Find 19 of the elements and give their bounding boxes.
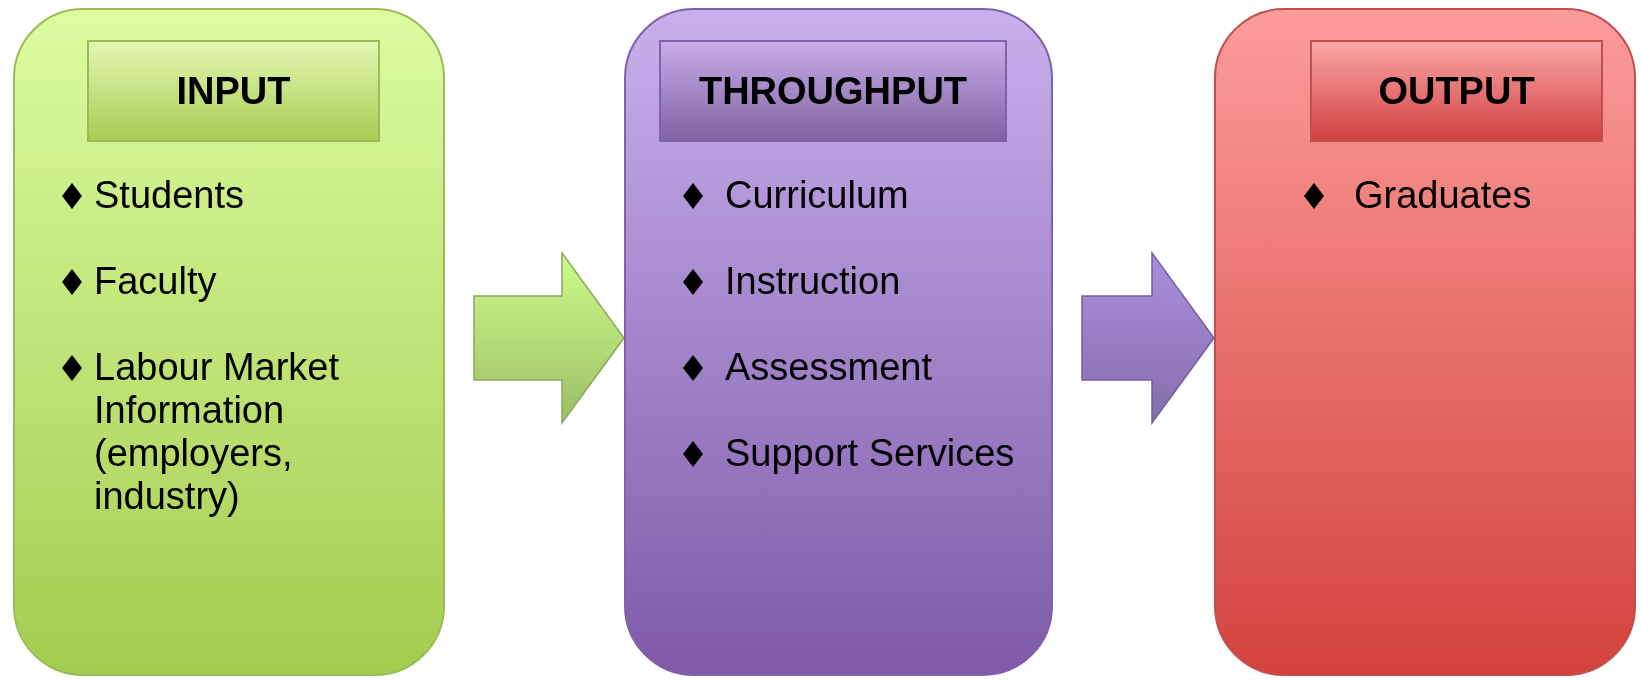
block-arrow xyxy=(1081,250,1215,426)
bullet-text: Support Services xyxy=(725,432,1016,475)
stage-panel xyxy=(13,8,445,676)
bullet-text: Assessment xyxy=(725,346,933,389)
stage-header xyxy=(87,40,380,142)
bullet-text: Instruction xyxy=(725,260,902,303)
bullet-text: Labour Market Information (employers, industry) xyxy=(94,346,340,518)
stage-panel xyxy=(624,8,1053,676)
stage-panel xyxy=(1214,8,1636,676)
stage-header xyxy=(1310,40,1603,142)
bullet-text: Students xyxy=(94,174,245,217)
header-text: THROUGHPUT xyxy=(698,69,968,113)
bullet-text: Faculty xyxy=(94,260,218,303)
block-arrow xyxy=(473,250,625,426)
stage-header xyxy=(659,40,1007,142)
header-text: INPUT xyxy=(176,69,291,113)
header-text: OUTPUT xyxy=(1378,69,1535,113)
bullet-text: Curriculum xyxy=(725,174,910,217)
bullet-text: Graduates xyxy=(1354,174,1533,217)
